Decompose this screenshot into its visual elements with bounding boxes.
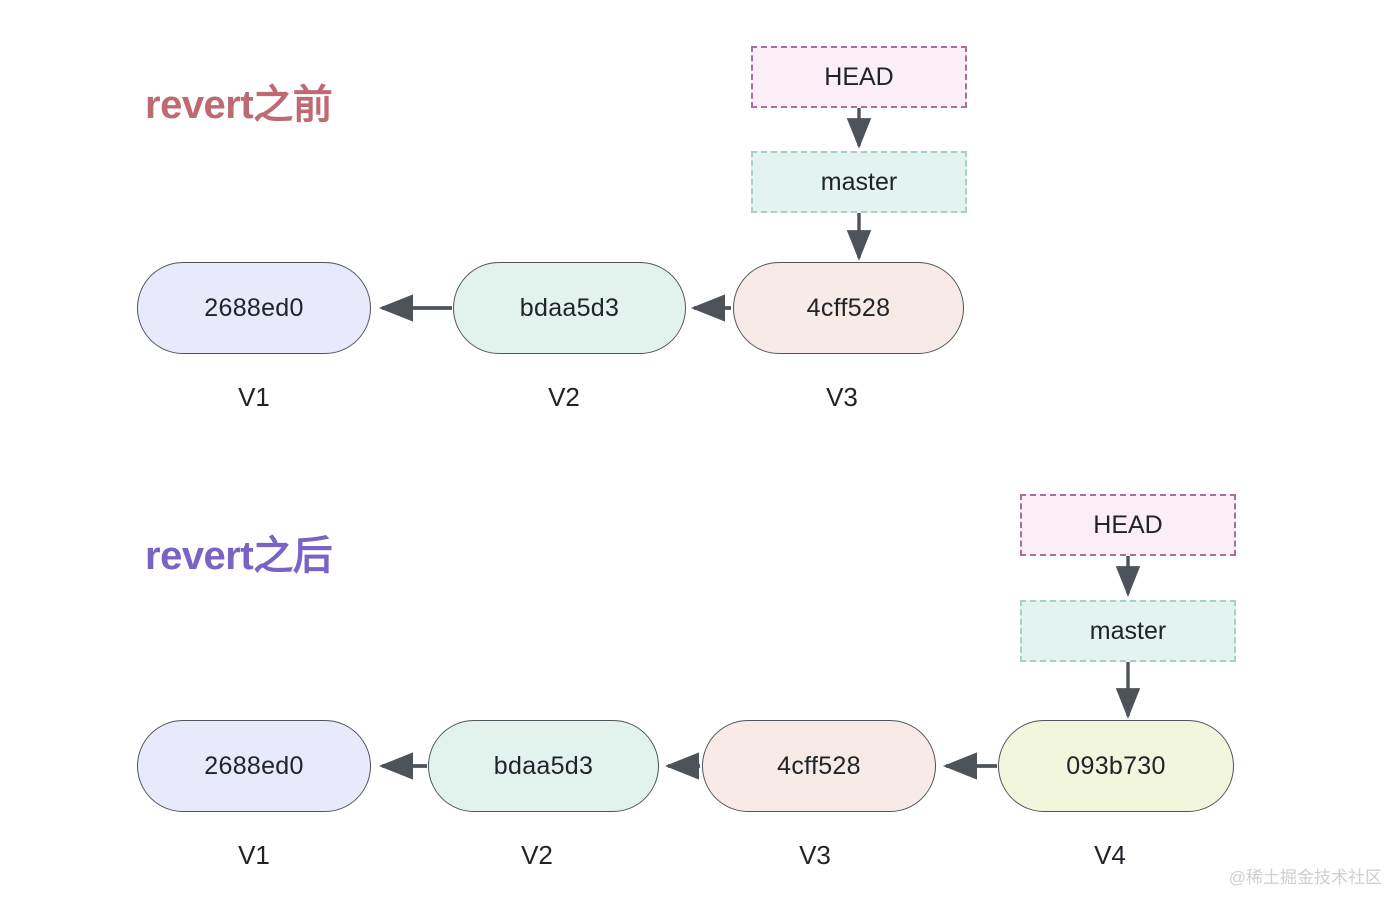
commit-node-v2-after: bdaa5d3	[428, 720, 659, 812]
head-ref-box-after: HEAD	[1020, 494, 1236, 556]
section-title-before: revert之前	[145, 83, 333, 127]
commit-node-v2-before: bdaa5d3	[453, 262, 686, 354]
master-ref-box-after: master	[1020, 600, 1236, 662]
version-label-v1-before: V1	[238, 382, 270, 412]
version-label-v2-after: V2	[521, 840, 553, 870]
master-ref-box-before: master	[751, 151, 967, 213]
version-label-v4-after: V4	[1094, 840, 1126, 870]
commit-node-v1-after: 2688ed0	[137, 720, 371, 812]
watermark: @稀土掘金技术社区	[1228, 868, 1382, 887]
section-title-after: revert之后	[145, 534, 333, 578]
commit-node-v3-before: 4cff528	[733, 262, 964, 354]
commit-node-v4-after: 093b730	[998, 720, 1234, 812]
version-label-v2-before: V2	[548, 382, 580, 412]
commit-node-v1-before: 2688ed0	[137, 262, 371, 354]
commit-node-v3-after: 4cff528	[702, 720, 936, 812]
head-ref-box-before: HEAD	[751, 46, 967, 108]
version-label-v1-after: V1	[238, 840, 270, 870]
version-label-v3-before: V3	[826, 382, 858, 412]
version-label-v3-after: V3	[799, 840, 831, 870]
